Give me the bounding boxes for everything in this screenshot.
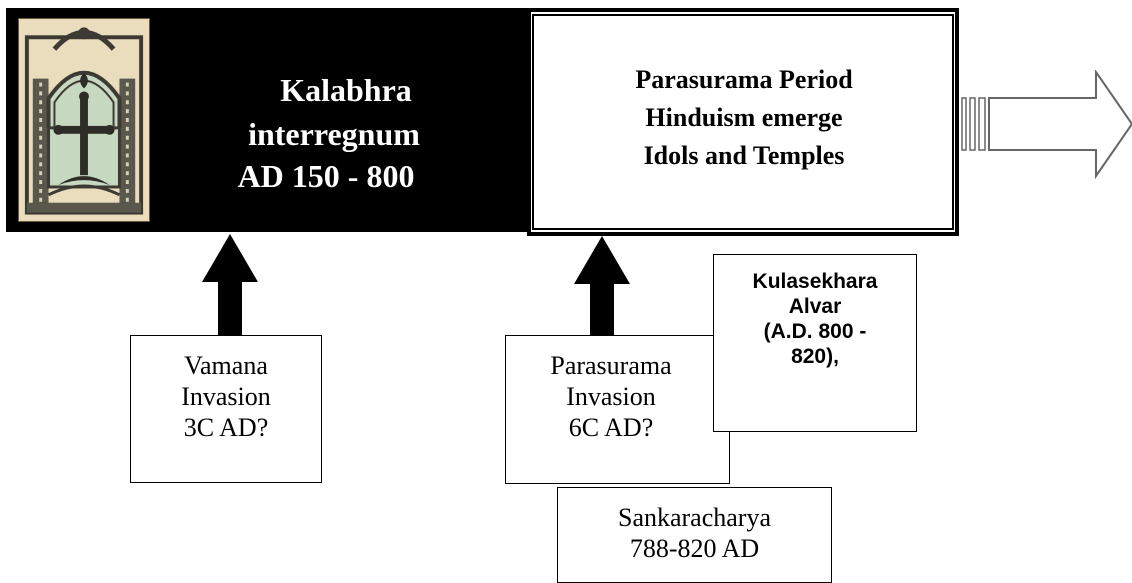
church-emblem-icon <box>18 18 150 222</box>
up-arrow-icon <box>574 236 630 338</box>
kalabhra-title: Kalabhra <box>280 72 412 108</box>
parasurama-period-line1: Parasurama Period <box>635 65 853 94</box>
parasurama-period-inner-border <box>532 14 954 230</box>
parasurama-invasion-line2: Invasion <box>566 382 656 411</box>
kulasekhara-line3: (A.D. 800 - <box>763 320 867 343</box>
kalabhra-dates: AD 150 - 800 <box>237 158 415 194</box>
vamana-line1: Vamana <box>184 351 268 380</box>
parasurama-invasion-box: Parasurama Invasion 6C AD? <box>505 335 730 484</box>
kulasekhara-alvar-box: Kulasekhara Alvar (A.D. 800 - 820), <box>713 254 917 432</box>
up-arrow-icon <box>202 234 258 336</box>
parasurama-invasion-line3: 6C AD? <box>568 413 654 442</box>
kulasekhara-line1: Kulasekhara <box>752 270 878 293</box>
vamana-invasion-box: Vamana Invasion 3C AD? <box>130 335 322 483</box>
sankaracharya-line1: Sankaracharya <box>617 503 772 532</box>
sankaracharya-box: Sankaracharya 788-820 AD <box>557 487 832 583</box>
parasurama-period-line3: Idols and Temples <box>643 141 845 170</box>
kulasekhara-line2: Alvar <box>788 295 842 318</box>
vamana-line2: Invasion <box>181 382 271 411</box>
sankaracharya-line2: 788-820 AD <box>629 534 760 563</box>
vamana-line3: 3C AD? <box>183 413 269 442</box>
kalabhra-subtitle: interregnum <box>248 116 420 152</box>
right-arrow-icon <box>961 70 1132 180</box>
parasurama-period-line2: Hinduism emerge <box>645 103 843 132</box>
parasurama-invasion-line1: Parasurama <box>550 351 672 380</box>
kulasekhara-line4: 820), <box>791 345 839 368</box>
parasurama-period-box <box>527 8 959 236</box>
